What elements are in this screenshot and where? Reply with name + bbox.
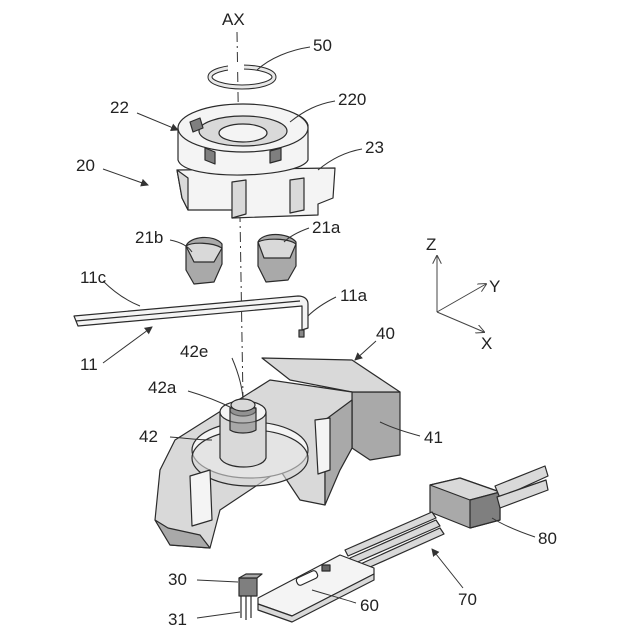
label-31: 31 xyxy=(168,610,187,629)
label-30: 30 xyxy=(168,570,187,589)
label-21a: 21a xyxy=(312,218,341,237)
label-11c: 11c xyxy=(80,268,107,287)
label-22: 22 xyxy=(110,98,129,117)
connector-80 xyxy=(430,466,548,528)
shaft-11 xyxy=(74,296,308,337)
label-42e: 42e xyxy=(180,342,208,361)
label-41: 41 xyxy=(424,428,443,447)
label-11a: 11a xyxy=(340,286,368,305)
axis-z-label: Z xyxy=(426,235,436,254)
label-70: 70 xyxy=(458,590,477,609)
coordinate-axes: Z Y X xyxy=(426,235,500,353)
magnet-21a xyxy=(258,235,296,283)
label-21b: 21b xyxy=(135,228,163,247)
label-42: 42 xyxy=(139,427,158,446)
holder-20 xyxy=(177,104,335,218)
label-60: 60 xyxy=(360,596,379,615)
label-220: 220 xyxy=(338,90,366,109)
e-ring-50 xyxy=(210,62,274,87)
axis-x-label: X xyxy=(481,334,492,353)
label-11: 11 xyxy=(80,355,98,374)
label-50: 50 xyxy=(313,36,332,55)
circuit-board-60 xyxy=(258,555,374,622)
label-23: 23 xyxy=(365,138,384,157)
axis-y-label: Y xyxy=(489,277,500,296)
label-40: 40 xyxy=(376,324,395,343)
label-20: 20 xyxy=(76,156,95,175)
label-80: 80 xyxy=(538,529,557,548)
magnet-21b xyxy=(186,237,222,284)
hall-sensor-30 xyxy=(239,574,262,620)
label-ax: AX xyxy=(222,10,245,29)
label-42a: 42a xyxy=(148,378,177,397)
base-40 xyxy=(155,358,400,548)
